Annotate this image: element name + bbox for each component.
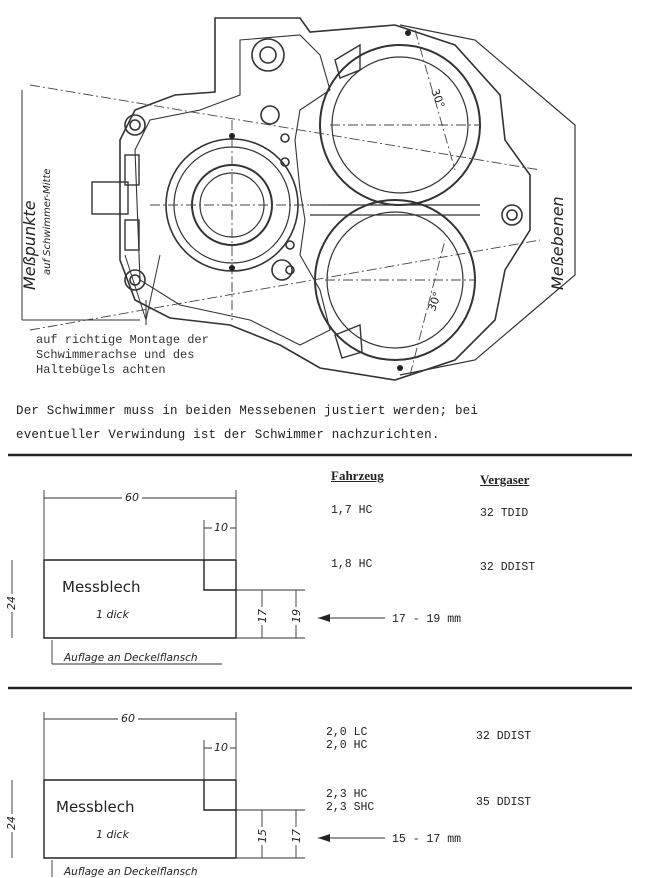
note-line-2: eventueller Verwindung ist der Schwimmer… — [16, 428, 440, 442]
plate-thickness: 1 dick — [96, 828, 129, 841]
carburetor-cell: 32 TDID — [480, 507, 529, 520]
caption-line: Schwimmerachse und des — [36, 348, 195, 362]
vehicle-cell: 1,8 HC — [331, 558, 373, 571]
note-line-1: Der Schwimmer muss in beiden Messebenen … — [16, 404, 479, 418]
height-dimension: 24 — [5, 594, 18, 612]
vehicle-cell: 2,0 LC — [326, 726, 368, 739]
vehicle-cell: 1,7 HC — [331, 504, 373, 517]
inner-dimension: 17 — [256, 607, 269, 625]
gauge-plate-2 — [43, 779, 237, 859]
carburetor-cell: 32 DDIST — [480, 561, 536, 574]
vehicle-cell: 2,3 HC — [326, 788, 368, 801]
notch-dimension: 10 — [212, 521, 230, 534]
support-label: Auflage an Deckelflansch — [64, 652, 198, 664]
header-carburetor: Vergaser — [480, 472, 530, 487]
width-dimension: 60 — [118, 712, 138, 725]
header-vehicle: Fahrzeug — [331, 468, 384, 483]
caption-line: Haltebügels achten — [36, 363, 166, 377]
drawing-caption: auf richtige Montage der Schwimmerachse … — [36, 333, 209, 378]
range-value: 17 - 19 mm — [392, 613, 462, 626]
range-value: 15 - 17 mm — [392, 833, 462, 846]
outer-dimension: 19 — [290, 607, 303, 625]
plate-label: Messblech — [62, 578, 141, 596]
caption-line: auf richtige Montage der — [36, 333, 209, 347]
width-dimension: 60 — [122, 491, 142, 504]
plate-label: Messblech — [56, 798, 135, 816]
notch-dimension: 10 — [212, 741, 230, 754]
plate-thickness: 1 dick — [96, 608, 129, 621]
outer-dimension: 17 — [290, 827, 303, 845]
gauge-plate-1 — [43, 559, 237, 639]
carburetor-cell: 32 DDIST — [476, 730, 532, 743]
vehicle-cell: 2,3 SHC — [326, 801, 375, 814]
carburetor-cell: 35 DDIST — [476, 796, 532, 809]
vehicle-cell: 2,0 HC — [326, 739, 368, 752]
support-label: Auflage an Deckelflansch — [64, 866, 198, 878]
inner-dimension: 15 — [256, 827, 269, 845]
height-dimension: 24 — [5, 814, 18, 832]
